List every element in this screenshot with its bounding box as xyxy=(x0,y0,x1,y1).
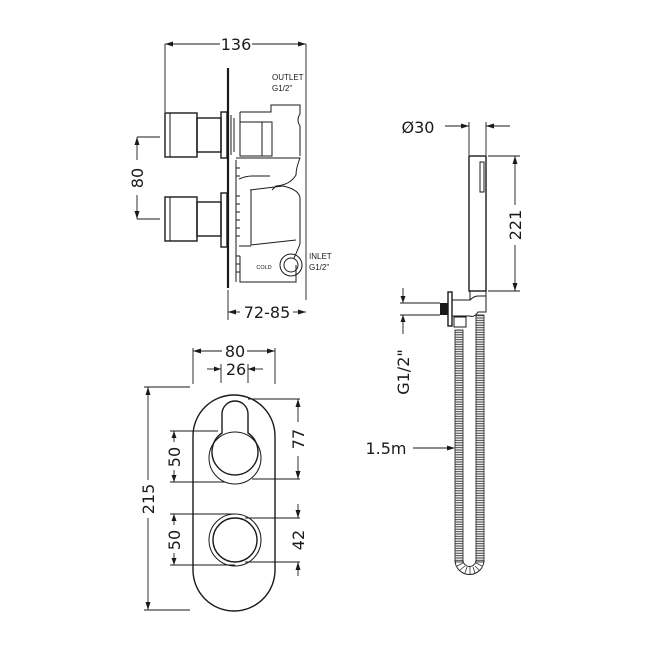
valve-body: COLD xyxy=(235,104,303,283)
lower-round-handle xyxy=(208,513,262,567)
dimension-g12: G1/2" xyxy=(394,288,440,395)
dim-label-diameter: Ø30 xyxy=(402,118,435,137)
dim-label-hose: 1.5m xyxy=(365,439,406,458)
dim-label-221: 221 xyxy=(506,210,525,241)
face-plate xyxy=(192,394,276,612)
upper-handle xyxy=(164,111,235,159)
side-view: 136 80 xyxy=(128,35,332,322)
dim-label-42: 42 xyxy=(289,530,308,550)
inlet-thread-label: G1/2" xyxy=(309,263,329,272)
dimension-50-upper: 50 xyxy=(165,430,225,483)
dim-label-50-upper: 50 xyxy=(165,447,184,467)
spray-face xyxy=(479,161,485,193)
front-view: 80 26 215 xyxy=(139,342,308,612)
wall-bracket xyxy=(440,291,487,328)
dim-label-215: 215 xyxy=(139,484,158,515)
dimension-diameter-30: Ø30 xyxy=(402,118,510,155)
handset-view: Ø30 221 xyxy=(365,118,525,575)
dimension-50-lower: 50 xyxy=(165,513,235,566)
dim-label-77: 77 xyxy=(289,429,308,449)
dimension-221: 221 xyxy=(488,155,525,292)
dimension-hose-length: 1.5m xyxy=(365,439,455,458)
dimension-72-85: 72-85 xyxy=(227,290,306,322)
dim-label-136: 136 xyxy=(221,35,252,54)
shower-hose xyxy=(454,314,485,575)
dim-label-80-front: 80 xyxy=(225,342,245,361)
outlet-label: OUTLET xyxy=(272,73,304,82)
dimension-77: 77 xyxy=(248,398,308,480)
dimension-42: 42 xyxy=(245,504,308,576)
dimension-80-vertical: 80 xyxy=(128,136,160,220)
handset-body xyxy=(468,155,487,292)
outlet-thread-label: G1/2" xyxy=(272,84,292,93)
dim-label-72-85: 72-85 xyxy=(244,303,291,322)
upper-keyhole-handle xyxy=(208,400,262,485)
dim-label-80-side: 80 xyxy=(128,168,147,188)
dim-label-26: 26 xyxy=(226,360,246,379)
cold-label: COLD xyxy=(256,265,271,271)
dimension-136: 136 xyxy=(164,35,307,300)
dimension-215: 215 xyxy=(139,386,190,611)
lower-handle xyxy=(164,192,228,248)
dimension-26: 26 xyxy=(207,360,263,383)
dim-label-thread: G1/2" xyxy=(394,349,413,395)
inlet-label: INLET xyxy=(309,252,332,261)
dimension-80-front: 80 xyxy=(192,342,276,384)
dim-label-50-lower: 50 xyxy=(165,530,184,550)
inlet-circle xyxy=(279,253,303,277)
